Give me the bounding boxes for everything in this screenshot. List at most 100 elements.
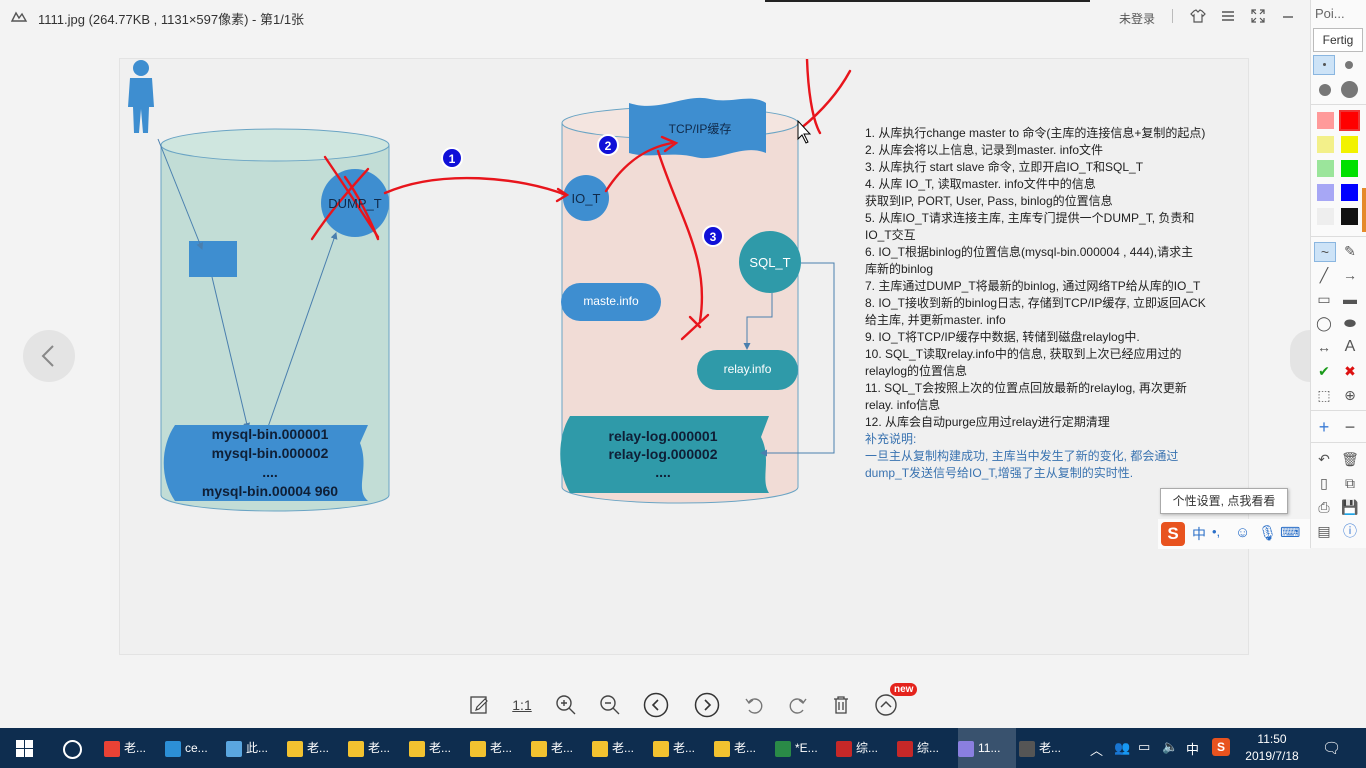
start-button[interactable] bbox=[16, 740, 33, 762]
tray-language[interactable]: 中 bbox=[1186, 742, 1200, 757]
window-icon[interactable]: ▤ bbox=[1317, 523, 1331, 539]
taskbar-item[interactable]: 综... bbox=[836, 728, 894, 768]
freehand-tool-icon[interactable]: ~ bbox=[1314, 242, 1336, 262]
microphone-icon[interactable]: 🎙 bbox=[1258, 525, 1278, 542]
line-tool-icon[interactable]: ╱ bbox=[1319, 267, 1329, 283]
step-line: 12. 从库会自动purge应用过relay进行定期清理 bbox=[865, 415, 1110, 429]
zoom-in-icon[interactable] bbox=[553, 692, 579, 718]
taskbar-item[interactable]: 老... bbox=[348, 728, 406, 768]
color-swatch[interactable] bbox=[1341, 184, 1358, 201]
color-swatch[interactable] bbox=[1341, 160, 1358, 177]
filled-rectangle-tool-icon[interactable]: ▬ bbox=[1343, 291, 1357, 307]
filled-ellipse-tool-icon[interactable]: ⬬ bbox=[1344, 315, 1356, 331]
minus-icon[interactable]: − bbox=[1344, 417, 1356, 437]
notification-icon[interactable]: 🗨 bbox=[1322, 740, 1342, 757]
taskbar-item[interactable]: 老... bbox=[287, 728, 345, 768]
next-icon[interactable] bbox=[694, 692, 720, 718]
taskbar-item-label: 综... bbox=[856, 741, 879, 755]
taskbar-item[interactable]: 老... bbox=[470, 728, 528, 768]
brush-size-large[interactable] bbox=[1319, 84, 1331, 96]
previous-image-button[interactable] bbox=[23, 330, 75, 382]
save-icon[interactable]: 💾 bbox=[1341, 499, 1359, 515]
edit-icon[interactable] bbox=[466, 692, 492, 718]
tray-user-icon[interactable]: 👥 bbox=[1114, 740, 1131, 755]
info-icon[interactable]: ⓘ bbox=[1343, 523, 1357, 539]
color-swatch[interactable] bbox=[1317, 112, 1334, 129]
actual-size-button[interactable]: 1:1 bbox=[512, 697, 532, 713]
ime-punctuation-toggle[interactable]: •, bbox=[1212, 524, 1221, 539]
taskbar-item[interactable]: ce... bbox=[165, 728, 223, 768]
plus-icon[interactable]: + bbox=[1318, 417, 1330, 437]
cross-mark-icon[interactable]: ✖ bbox=[1344, 363, 1356, 379]
undo-icon[interactable]: ↶ bbox=[1318, 451, 1330, 467]
ellipse-tool-icon[interactable]: ◯ bbox=[1316, 315, 1332, 331]
double-arrow-tool-icon[interactable]: ↔ bbox=[1317, 339, 1331, 355]
taskbar-item[interactable]: 老... bbox=[104, 728, 162, 768]
marker-3: 3 bbox=[702, 225, 724, 247]
rectangle-tool-icon[interactable]: ▭ bbox=[1317, 291, 1331, 307]
volume-icon[interactable]: 🔈 bbox=[1162, 739, 1179, 754]
clock[interactable]: 11:50 2019/7/18 bbox=[1236, 731, 1308, 765]
network-icon[interactable]: ▭ bbox=[1138, 739, 1151, 754]
check-mark-icon[interactable]: ✔ bbox=[1318, 363, 1330, 379]
previous-icon[interactable] bbox=[643, 692, 669, 718]
color-swatch[interactable] bbox=[1317, 136, 1334, 153]
panel-edge-handle[interactable] bbox=[1362, 188, 1366, 232]
taskbar-item[interactable]: 老... bbox=[653, 728, 711, 768]
step-line: 9. IO_T将TCP/IP缓存中数据, 转储到磁盘relaylog中. bbox=[865, 330, 1140, 344]
taskbar-item[interactable]: 老... bbox=[531, 728, 589, 768]
zoom-out-icon[interactable] bbox=[597, 692, 623, 718]
delete-icon[interactable] bbox=[828, 692, 854, 718]
color-swatch[interactable] bbox=[1341, 136, 1358, 153]
crop-tool-icon[interactable]: ⬚ bbox=[1317, 387, 1331, 403]
taskbar-item[interactable]: *E... bbox=[775, 728, 833, 768]
next-image-button[interactable] bbox=[1290, 330, 1310, 382]
taskbar-item[interactable]: 此... bbox=[226, 728, 284, 768]
brush-size-small[interactable] bbox=[1313, 55, 1335, 75]
sogou-tray-icon[interactable]: S bbox=[1212, 738, 1230, 756]
taskbar-item[interactable]: 综... bbox=[897, 728, 955, 768]
print-icon[interactable]: ⎙ bbox=[1318, 499, 1330, 515]
arrow-tool-icon[interactable]: → bbox=[1343, 267, 1357, 283]
taskbar-item[interactable]: 老... bbox=[714, 728, 772, 768]
brush-size-medium[interactable] bbox=[1345, 61, 1353, 69]
color-swatch[interactable] bbox=[1317, 160, 1334, 177]
taskbar-item[interactable]: 11... bbox=[958, 728, 1016, 768]
emoji-icon[interactable]: ☺ bbox=[1235, 524, 1251, 541]
keyboard-icon[interactable]: ⌨ bbox=[1280, 524, 1301, 540]
shirt-icon[interactable] bbox=[1188, 8, 1208, 27]
new-page-icon[interactable]: ▯ bbox=[1320, 475, 1328, 491]
chrome-icon bbox=[104, 740, 120, 757]
taskbar-item[interactable]: 老... bbox=[592, 728, 650, 768]
taskbar-item[interactable]: 老... bbox=[1019, 728, 1077, 768]
fullscreen-icon[interactable] bbox=[1248, 8, 1268, 27]
magnifier-tool-icon[interactable]: ⊕ bbox=[1344, 387, 1356, 403]
divider bbox=[1311, 410, 1366, 411]
master-binlog-list: mysql-bin.000001 mysql-bin.000002 .... m… bbox=[175, 425, 365, 501]
step-line: 1. 从库执行change master to 命令(主库的连接信息+复制的起点… bbox=[865, 126, 1206, 140]
eraser-tool-icon[interactable]: ✎ bbox=[1344, 243, 1356, 259]
sogou-logo-icon[interactable]: S bbox=[1161, 522, 1185, 546]
trash-icon[interactable]: 🗑 bbox=[1341, 451, 1359, 467]
ime-language-toggle[interactable]: 中 bbox=[1192, 526, 1206, 542]
color-swatch[interactable] bbox=[1317, 208, 1334, 225]
brush-size-xlarge[interactable] bbox=[1341, 81, 1358, 98]
upload-icon[interactable] bbox=[873, 692, 899, 718]
search-button[interactable] bbox=[63, 740, 82, 759]
terminal-icon bbox=[165, 740, 181, 757]
color-swatch[interactable] bbox=[1317, 184, 1334, 201]
rotate-left-icon[interactable] bbox=[741, 692, 767, 718]
chevron-up-icon[interactable]: ︿ bbox=[1090, 743, 1104, 758]
copy-icon[interactable]: ⧉ bbox=[1345, 475, 1355, 491]
text-tool-icon[interactable]: A bbox=[1344, 338, 1356, 355]
minimize-icon[interactable] bbox=[1278, 8, 1298, 27]
rotate-right-icon[interactable] bbox=[785, 692, 811, 718]
menu-icon[interactable] bbox=[1218, 8, 1238, 27]
ime-toolbar: S 中 •, ☺ 🎙 ⌨ bbox=[1158, 519, 1310, 549]
color-swatch[interactable] bbox=[1341, 208, 1358, 225]
login-link[interactable]: 未登录 bbox=[1119, 12, 1156, 26]
color-swatch[interactable] bbox=[1339, 110, 1360, 131]
done-button[interactable]: Fertig bbox=[1313, 28, 1363, 52]
taskbar-item[interactable]: 老... bbox=[409, 728, 467, 768]
master-binlog-shape bbox=[163, 425, 368, 501]
